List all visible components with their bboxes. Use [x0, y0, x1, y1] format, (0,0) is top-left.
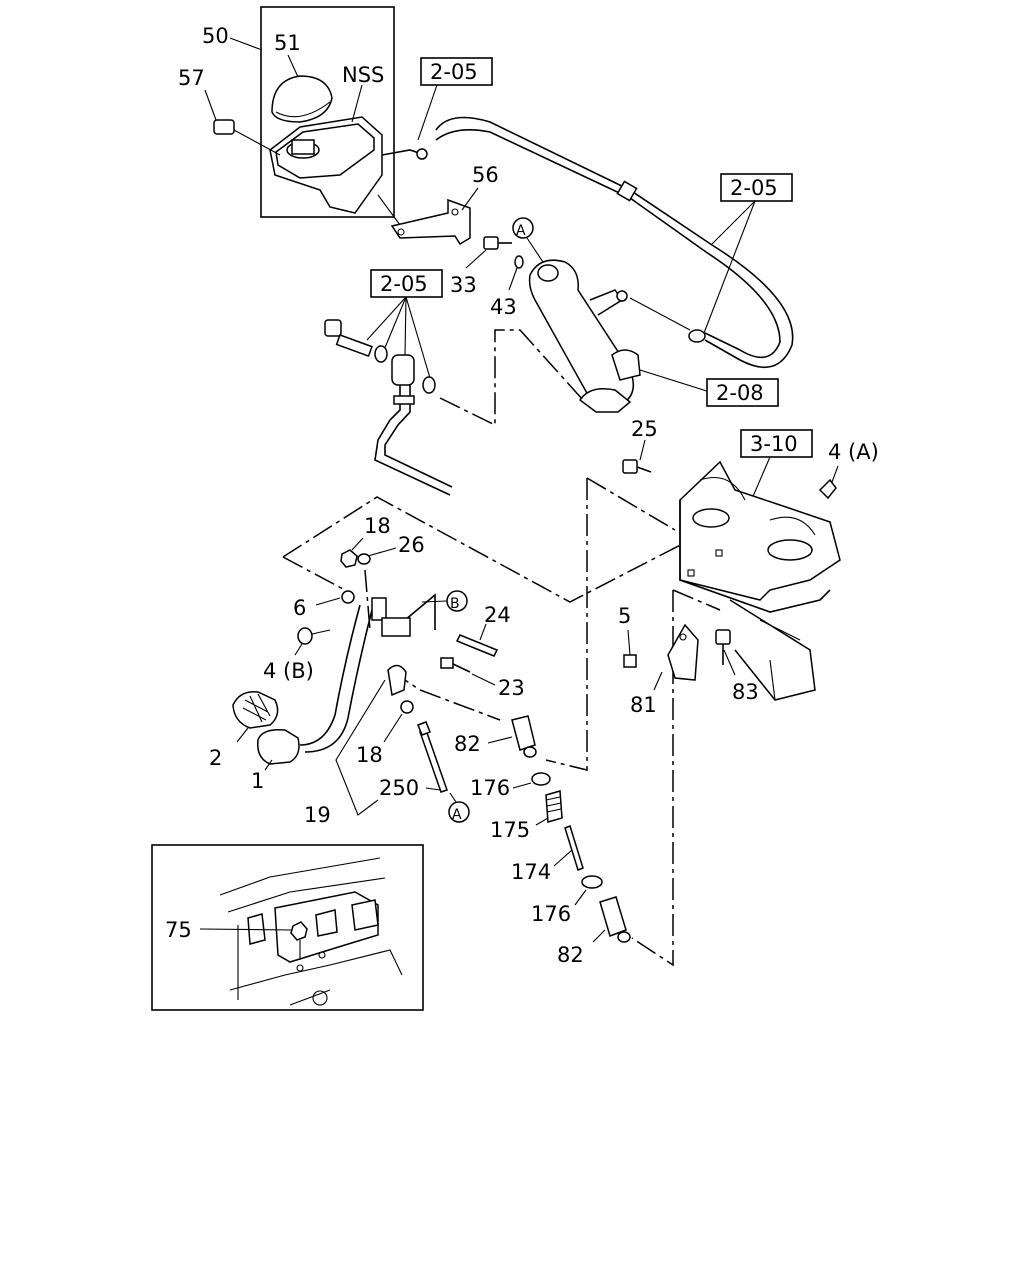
- switch-82-upper: [487, 715, 537, 758]
- callout-26: 26: [398, 533, 425, 557]
- ref-3-10: 3-10: [750, 432, 798, 456]
- washer-43: [514, 255, 524, 269]
- clutch-hose: [435, 116, 794, 369]
- rod-174: [553, 825, 584, 871]
- inset-view: [151, 844, 424, 1011]
- clip-26: [357, 553, 371, 565]
- ref-2-05-top: 2-05: [430, 60, 478, 84]
- pedal-bracket: [679, 460, 841, 701]
- marker-a-top: A: [516, 223, 526, 239]
- nut-18-lower: [400, 700, 414, 714]
- ref-box-2-05-top: [420, 57, 493, 86]
- callout-24: 24: [484, 603, 511, 627]
- ref-box-2-05-right: [720, 173, 793, 202]
- spring-175: [535, 790, 563, 826]
- pin-24: [455, 623, 499, 657]
- callout-4b: 4 (B): [263, 659, 314, 683]
- marker-b-label: B: [450, 596, 460, 612]
- ref-box-2-08: [706, 378, 779, 407]
- master-cylinder: A: [512, 217, 711, 413]
- callout-2: 2: [209, 746, 222, 770]
- ref-box-3-10: [740, 429, 813, 458]
- screw-4b: [294, 627, 331, 656]
- nut-6: [341, 590, 355, 604]
- callout-57: 57: [178, 66, 205, 90]
- bolt-25: [622, 439, 652, 474]
- callout-nss: NSS: [342, 63, 384, 87]
- callout-51: 51: [274, 31, 301, 55]
- bolt-33: [465, 236, 512, 269]
- callout-174: 174: [511, 860, 551, 884]
- callout-176-lower: 176: [531, 902, 571, 926]
- callout-19: 19: [304, 803, 331, 827]
- washer-176-upper: [531, 772, 551, 786]
- callout-23: 23: [498, 676, 525, 700]
- callout-1: 1: [251, 769, 264, 793]
- callout-33: 33: [450, 273, 477, 297]
- ref-box-2-05-left: [370, 269, 443, 298]
- callout-25: 25: [631, 417, 658, 441]
- callout-50: 50: [202, 24, 229, 48]
- callout-18-top: 18: [364, 514, 391, 538]
- bracket-81-and-bolts: [623, 623, 736, 691]
- callout-82-lower: 82: [557, 943, 584, 967]
- bracket-56: [390, 187, 479, 246]
- callout-176-upper: 176: [470, 776, 510, 800]
- connection-lines: [282, 329, 721, 967]
- nut-18-top: [340, 537, 364, 568]
- bolt-23: [440, 657, 496, 686]
- ref-2-08: 2-08: [716, 381, 764, 405]
- callout-83: 83: [732, 680, 759, 704]
- callout-56: 56: [472, 163, 499, 187]
- callout-4a: 4 (A): [828, 440, 879, 464]
- callout-6: 6: [293, 596, 306, 620]
- ref-2-05-left: 2-05: [380, 272, 428, 296]
- switch-82-lower: [592, 896, 631, 943]
- callout-5: 5: [618, 604, 631, 628]
- reservoir-assembly: [204, 6, 428, 226]
- callout-250: 250: [379, 776, 419, 800]
- bracket-19-lines: [335, 679, 386, 816]
- callout-75: 75: [165, 918, 192, 942]
- ref-2-05-right: 2-05: [730, 176, 778, 200]
- clutch-pedal: [232, 597, 411, 771]
- callout-43: 43: [490, 295, 517, 319]
- pushrod-250: A: [417, 721, 470, 823]
- marker-a-bottom: A: [452, 807, 462, 823]
- callout-82-upper: 82: [454, 732, 481, 756]
- callout-18-lower: 18: [356, 743, 383, 767]
- callout-81: 81: [630, 693, 657, 717]
- callout-175: 175: [490, 818, 530, 842]
- washer-176-lower: [581, 875, 603, 889]
- screw-4a: [818, 465, 839, 500]
- union-bolt-and-pipe: [324, 296, 453, 496]
